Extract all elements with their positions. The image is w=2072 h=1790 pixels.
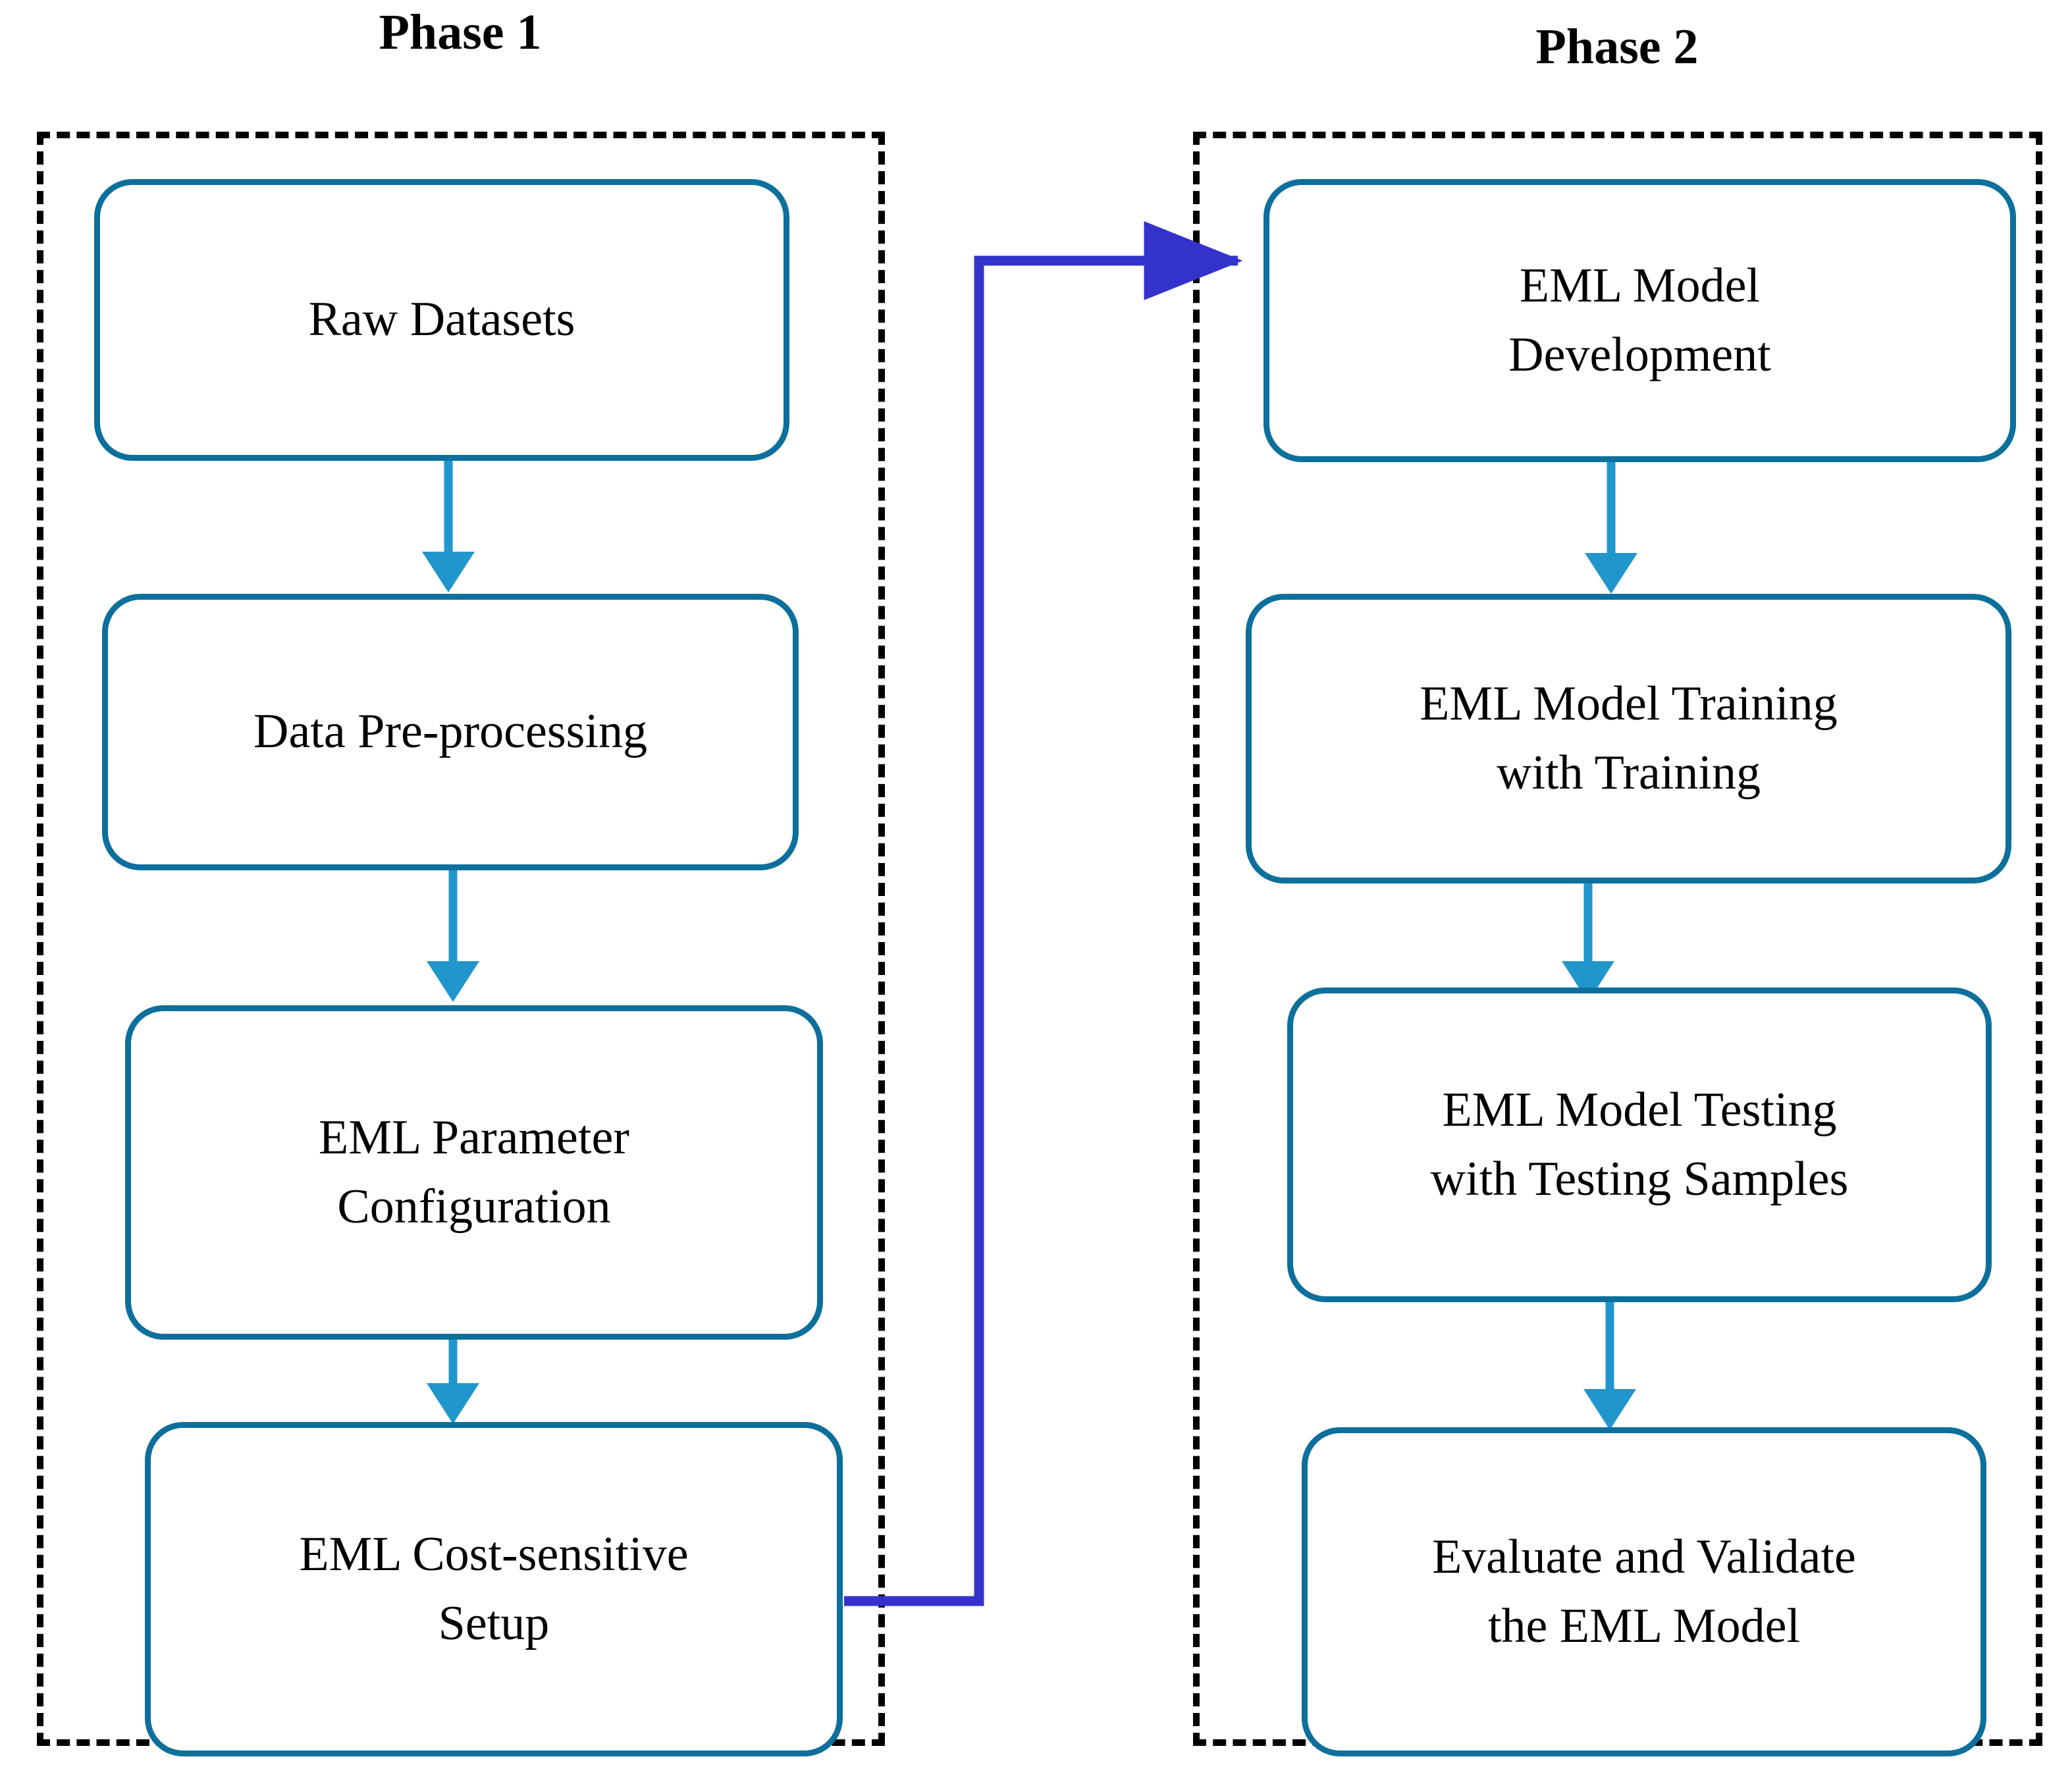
- arrow-eml-parameter-configuration-to-eml-cost-sensitive-setup: [427, 1340, 479, 1424]
- step-box-eml-model-development[interactable]: EML Model Development: [1263, 179, 2016, 462]
- step-box-eml-cost-sensitive-setup[interactable]: EML Cost-sensitive Setup: [145, 1422, 843, 1756]
- step-box-evaluate-validate[interactable]: Evaluate and Validate the EML Model: [1302, 1427, 1986, 1756]
- step-box-data-pre-processing[interactable]: Data Pre-processing: [102, 594, 799, 870]
- step-label-raw-datasets: Raw Datasets: [308, 292, 575, 347]
- phase-1-title: Phase 1: [379, 5, 542, 60]
- arrow-data-pre-processing-to-eml-parameter-configuration: [427, 870, 479, 1002]
- step-label-eml-cost-sensitive-setup: EML Cost-sensitive Setup: [299, 1527, 689, 1650]
- step-label-eml-model-development: EML Model Development: [1508, 258, 1771, 382]
- step-label-eml-model-testing: EML Model Testing with Testing Samples: [1430, 1082, 1849, 1206]
- step-label-data-pre-processing: Data Pre-processing: [253, 704, 647, 759]
- step-label-eml-model-training: EML Model Training with Training: [1420, 676, 1838, 800]
- arrow-raw-datasets-to-data-pre-processing: [422, 461, 475, 592]
- connector-path-cost-sensitive-to-model-development: [844, 221, 1243, 1606]
- step-box-eml-model-training[interactable]: EML Model Training with Training: [1246, 594, 2011, 883]
- arrow-eml-model-testing-to-evaluate-validate: [1583, 1302, 1636, 1430]
- phase-2-title: Phase 2: [1535, 19, 1699, 74]
- step-label-eml-parameter-configuration: EML Parameter Configuration: [319, 1110, 629, 1234]
- arrow-eml-model-training-to-eml-model-testing: [1562, 883, 1614, 1002]
- arrow-eml-model-development-to-eml-model-training: [1585, 462, 1637, 594]
- step-box-raw-datasets[interactable]: Raw Datasets: [94, 179, 789, 461]
- step-label-evaluate-validate: Evaluate and Validate the EML Model: [1432, 1529, 1856, 1653]
- step-box-eml-model-testing[interactable]: EML Model Testing with Testing Samples: [1287, 987, 1992, 1302]
- step-box-eml-parameter-configuration[interactable]: EML Parameter Configuration: [125, 1005, 823, 1340]
